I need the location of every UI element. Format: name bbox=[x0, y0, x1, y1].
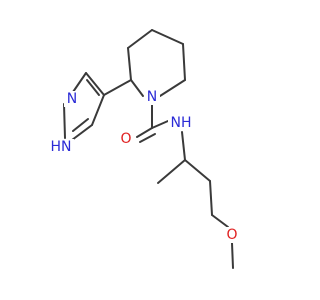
bond-pip-n-c2 bbox=[130, 79, 144, 97]
pyrazole-nh-label: HN bbox=[51, 139, 72, 155]
bond-pip-c6-n bbox=[159, 79, 186, 97]
bond-pyrazole-c5-n1 bbox=[71, 124, 93, 141]
bond-pip-c2-c3 bbox=[127, 47, 132, 81]
bond-pip-c4-c5 bbox=[151, 29, 184, 45]
bond-carbonyl-o-a bbox=[136, 127, 153, 138]
bond-carbonyl-o-b bbox=[139, 133, 156, 143]
pyrazole-n2-label: N bbox=[67, 91, 77, 107]
bond-pyrazole-n2-c3 bbox=[72, 72, 87, 93]
bond-o-methyl bbox=[231, 242, 234, 269]
bond-pip-c5-c6 bbox=[182, 43, 186, 81]
bond-pyrazole-c4-c5 bbox=[91, 94, 105, 126]
bond-ch-ch2a bbox=[184, 159, 211, 182]
bond-pyrazole-n1-n2 bbox=[63, 103, 66, 139]
bond-layer bbox=[63, 29, 234, 269]
bond-ch2b-o bbox=[211, 214, 229, 228]
ether-o-label: O bbox=[226, 227, 237, 243]
atom-layer: N HN N O NH O bbox=[48, 89, 240, 243]
bond-pyrazole-piperidine bbox=[103, 79, 132, 96]
bond-pyrazole-c5-n1-inner bbox=[72, 118, 89, 132]
bond-pyrazole-c3-c4-inner bbox=[86, 79, 100, 96]
bond-nh-ch bbox=[181, 131, 186, 161]
piperidine-n-label: N bbox=[147, 89, 157, 105]
carbonyl-o-label: O bbox=[120, 131, 131, 147]
bond-carbonyl-nh bbox=[151, 120, 169, 129]
molecule-structure-diagram: N HN N O NH O bbox=[48, 29, 240, 269]
bond-ch-methyl bbox=[157, 159, 186, 184]
amide-nh-label: NH bbox=[171, 115, 192, 131]
bond-ch2a-ch2b bbox=[209, 180, 213, 216]
bond-pip-c3-c4 bbox=[127, 29, 153, 49]
bond-pyrazole-c3-c4 bbox=[85, 72, 105, 96]
